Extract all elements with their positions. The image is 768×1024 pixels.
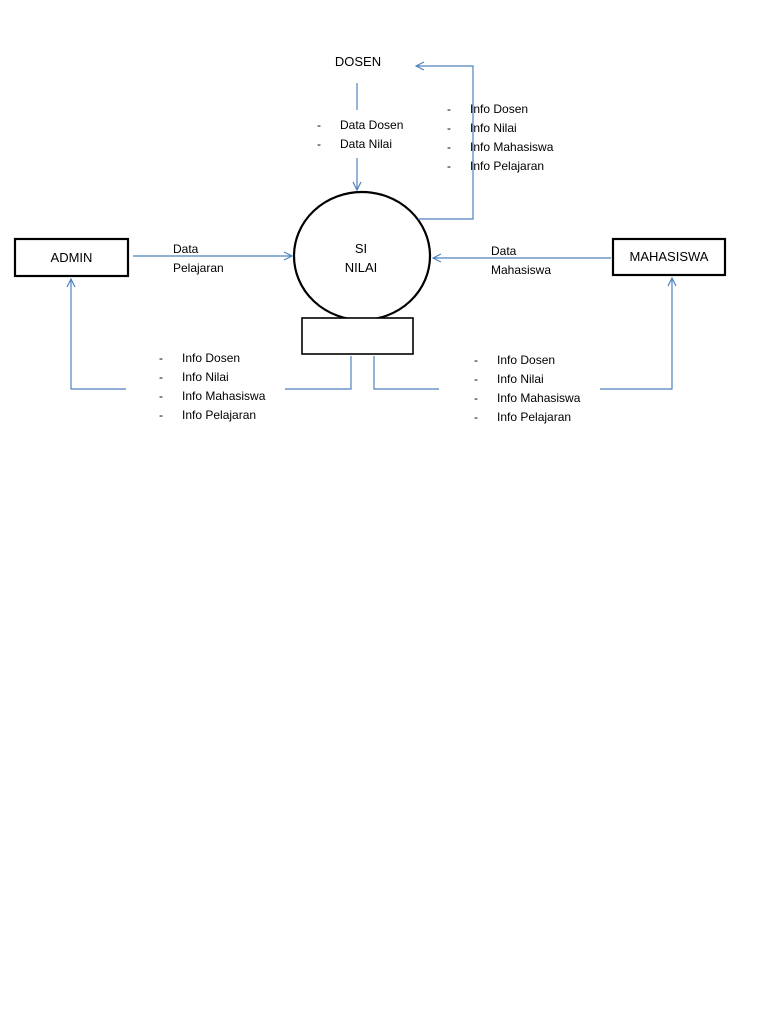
list-item: Data Nilai (317, 135, 403, 154)
flow-list-store-to-mahasiswa: Info Dosen Info Nilai Info Mahasiswa Inf… (474, 351, 580, 427)
list-item: Info Nilai (474, 370, 580, 389)
flow-label-line1: Data (173, 242, 199, 256)
admin-entity-label: ADMIN (50, 250, 93, 265)
process-label-line1: SI (354, 241, 368, 256)
flow-list-dosen-to-process: Data Dosen Data Nilai (317, 116, 403, 154)
flow-label-line2: Pelajaran (173, 261, 224, 275)
list-item: Data Dosen (317, 116, 403, 135)
list-item: Info Dosen (159, 349, 265, 368)
list-item: Info Pelajaran (159, 406, 265, 425)
list-item: Info Mahasiswa (474, 389, 580, 408)
flow-list-process-to-dosen: Info Dosen Info Nilai Info Mahasiswa Inf… (447, 100, 553, 176)
mahasiswa-entity-box (611, 237, 727, 277)
flow-store-to-mahasiswa-a (373, 356, 439, 390)
process-label-line2: NILAI (344, 260, 378, 275)
flow-label-line2: Mahasiswa (491, 263, 552, 277)
data-store-box (301, 317, 414, 355)
flow-label-data-pelajaran: Data Pelajaran (173, 240, 224, 278)
flow-store-to-mahasiswa-b (600, 278, 672, 390)
mahasiswa-entity-label: MAHASISWA (629, 249, 709, 264)
list-item: Info Pelajaran (474, 408, 580, 427)
flow-list-store-to-admin: Info Dosen Info Nilai Info Mahasiswa Inf… (159, 349, 265, 425)
flow-label-line1: Data (491, 244, 517, 258)
admin-entity-box (13, 237, 130, 278)
list-item: Info Nilai (447, 119, 553, 138)
list-item: Info Pelajaran (447, 157, 553, 176)
list-item: Info Dosen (474, 351, 580, 370)
dosen-entity-label: DOSEN (334, 54, 382, 69)
process-label: SI NILAI (331, 239, 391, 277)
list-item: Info Dosen (447, 100, 553, 119)
flow-store-to-admin-a (285, 356, 352, 390)
flow-label-data-mahasiswa: Data Mahasiswa (491, 242, 551, 280)
list-item: Info Nilai (159, 368, 265, 387)
list-item: Info Mahasiswa (447, 138, 553, 157)
list-item: Info Mahasiswa (159, 387, 265, 406)
flow-store-to-admin-b (71, 279, 126, 390)
